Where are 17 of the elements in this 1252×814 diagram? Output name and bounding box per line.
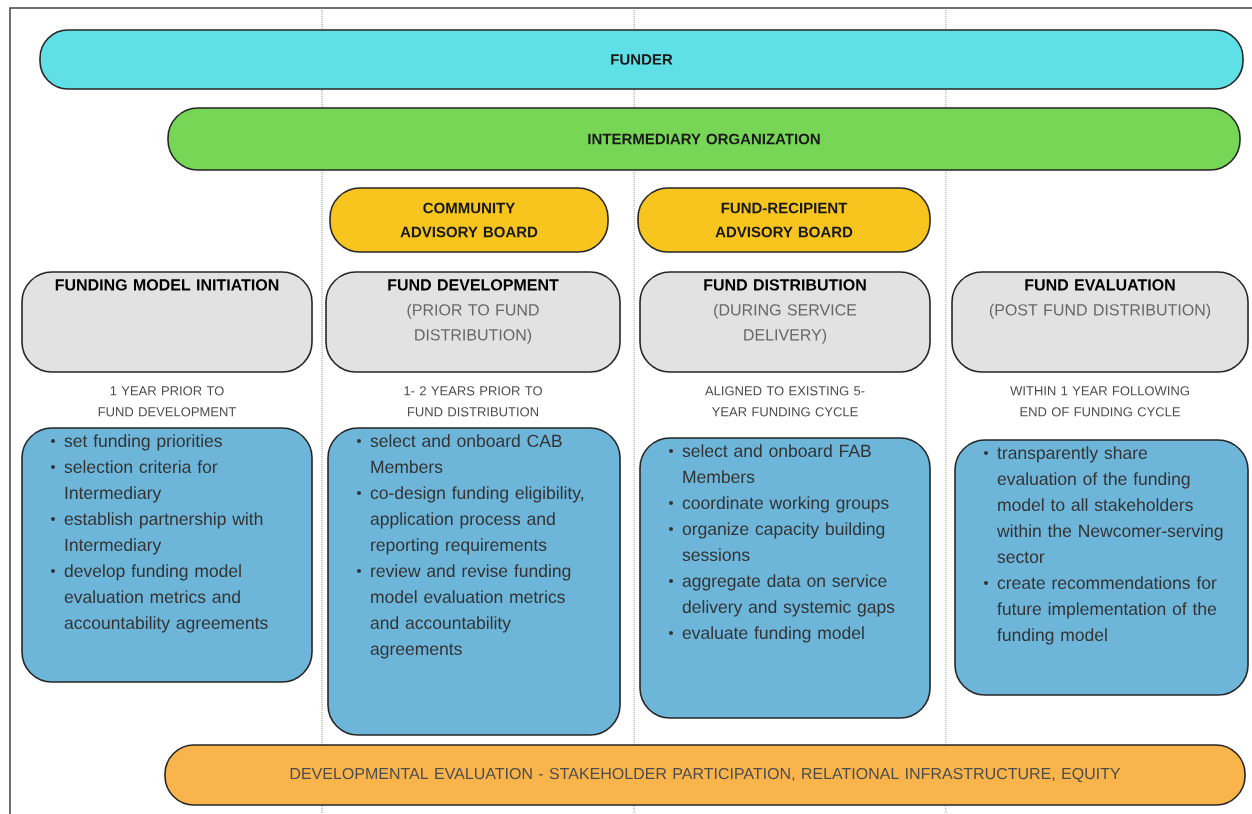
timeline-label: WITHIN 1 YEAR FOLLOWING END OF FUNDING CYCLE (1010, 386, 1189, 417)
activity-box: select and onboard FAB Members coordinate working groups organize capacity building sessions aggregate data on service delivery and systemic gaps evaluate funding model (639, 437, 931, 719)
timeline-label: ALIGNED TO EXISTING 5-YEAR FUNDING CYCLE (705, 386, 865, 417)
board-pill: FUND-RECIPIENT ADVISORY BOARD (637, 187, 931, 253)
activity-box: transparently share evaluation of the funding model to all stakeholders within the Newcomer-serving sector create recommendations for future implementation of the funding model (954, 439, 1249, 696)
activity-box: set funding priorities selection criteria for Intermediary establish partnership with Intermediary develop funding model evaluation metrics and accountability agreements (21, 427, 313, 683)
phase-box: FUND EVALUATION (POST FUND DISTRIBUTION) (951, 271, 1249, 373)
phase-box: FUND DISTRIBUTION (DURING SERVICE DELIVERY) (639, 271, 931, 373)
band: DEVELOPMENTAL EVALUATION - STAKEHOLDER PARTICIPATION, RELATIONAL INFRASTRUCTURE, EQUITY (164, 744, 1246, 806)
phase-box: FUNDING MODEL INITIATION (21, 271, 313, 373)
timeline-label: 1- 2 YEARS PRIOR TO FUND DISTRIBUTION (404, 386, 542, 417)
phase-box: FUND DEVELOPMENT (PRIOR TO FUND DISTRIBUTION) (325, 271, 621, 373)
band: INTERMEDIARY ORGANIZATION (167, 107, 1241, 171)
board-pill: COMMUNITY ADVISORY BOARD (329, 187, 609, 253)
timeline-label: 1 YEAR PRIOR TO FUND DEVELOPMENT (98, 386, 237, 417)
band: FUNDER (39, 29, 1244, 90)
activity-box: select and onboard CAB Members co-design funding eligibility, application process and reporting requirements review and revise funding model evaluation metrics and accountability agreements (327, 427, 621, 736)
